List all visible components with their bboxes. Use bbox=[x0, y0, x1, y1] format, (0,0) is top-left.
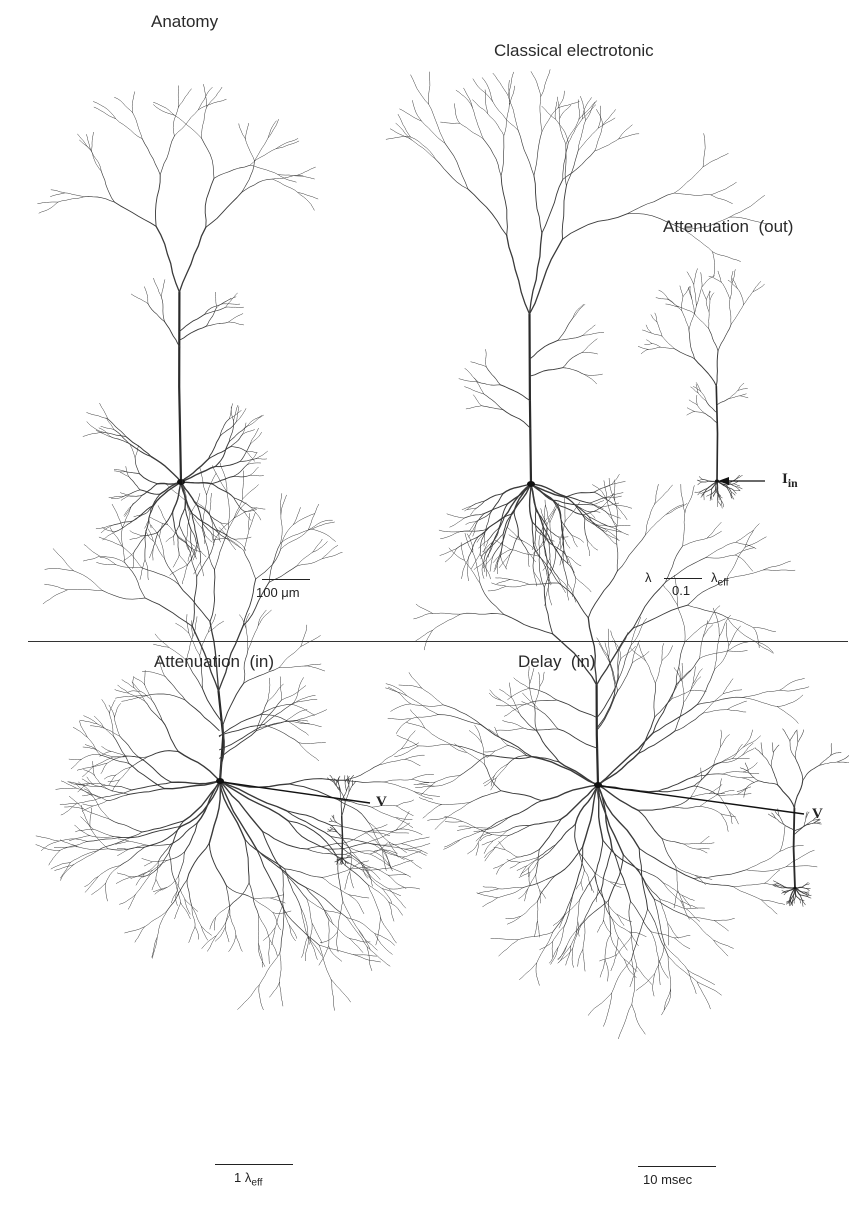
scale-label-anatomy: 100 μm bbox=[256, 585, 300, 600]
neuron-classical-electrotonic bbox=[386, 70, 768, 606]
scale-bar-lambda bbox=[664, 578, 702, 579]
recording-label-delay-in: V bbox=[812, 806, 823, 823]
neuron-attenuation-out bbox=[638, 269, 764, 509]
title-anatomy: Anatomy bbox=[151, 12, 218, 32]
lambda-eff-label: λeff bbox=[711, 570, 729, 589]
panel-divider bbox=[28, 641, 848, 642]
scale-value-lambda: 0.1 bbox=[672, 583, 690, 598]
scale-label-attenuation-in: 1 λeff bbox=[234, 1170, 262, 1189]
neuron-delay-in bbox=[386, 478, 818, 1039]
neuron-thumbnail-attenuation-in bbox=[327, 775, 355, 865]
neuron-thumbnail-delay-in bbox=[737, 729, 849, 907]
neuron-anatomy bbox=[38, 84, 318, 584]
lambda-symbol: λ bbox=[645, 570, 652, 585]
neuron-attenuation-in bbox=[36, 463, 440, 1011]
recording-label-attenuation-in: V bbox=[376, 794, 387, 811]
scale-bar-delay-in bbox=[638, 1166, 716, 1167]
title-attenuation-out: Attenuation (out) bbox=[663, 217, 793, 237]
input-current-label: Iin bbox=[782, 471, 798, 490]
title-attenuation-in: Attenuation (in) bbox=[154, 652, 274, 672]
title-classical-electrotonic: Classical electrotonic bbox=[494, 41, 654, 61]
scale-bar-attenuation-in bbox=[215, 1164, 293, 1165]
scale-bar-anatomy bbox=[262, 579, 310, 580]
title-delay-in: Delay (in) bbox=[518, 652, 595, 672]
scale-label-delay-in: 10 msec bbox=[643, 1172, 692, 1187]
recording-electrode-delay-in bbox=[600, 786, 804, 814]
